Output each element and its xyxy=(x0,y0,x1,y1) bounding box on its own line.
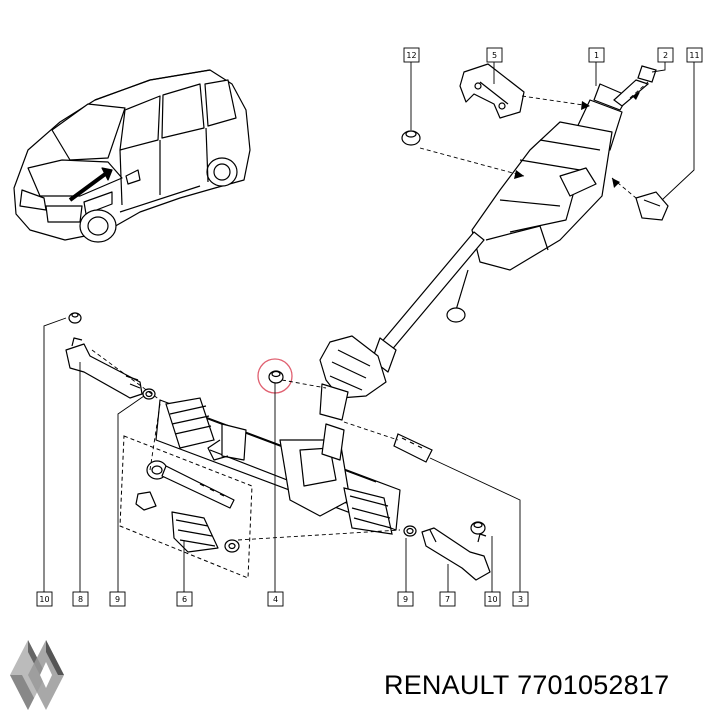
callout-label: 1 xyxy=(594,51,599,60)
callout-box xyxy=(439,591,456,607)
callout-boxes xyxy=(36,47,703,607)
part-9-locknut-left xyxy=(142,388,156,400)
arrow-heads xyxy=(514,92,640,188)
callout-label: 2 xyxy=(663,51,668,60)
kit-6-parts xyxy=(135,460,240,553)
callout-box xyxy=(397,591,414,607)
callout-box xyxy=(588,47,605,63)
kit-6-box xyxy=(119,435,253,579)
callout-label: 9 xyxy=(115,595,120,604)
callout-box xyxy=(36,591,53,607)
leader-lines xyxy=(43,62,695,592)
tie-rod-end-right xyxy=(421,527,491,581)
callout-label: 8 xyxy=(78,595,83,604)
callout-box xyxy=(686,47,703,63)
callout-box xyxy=(512,591,529,607)
part-10-nut-right xyxy=(470,521,486,535)
steering-column xyxy=(319,83,629,421)
steering-rack xyxy=(155,399,401,531)
part-2-bolt xyxy=(613,65,657,107)
callout-box xyxy=(403,47,420,63)
callout-label: 5 xyxy=(492,51,497,60)
part-3-stud xyxy=(393,433,433,463)
renault-logo-icon xyxy=(10,640,64,710)
callout-label: 10 xyxy=(39,595,49,604)
callout-label: 4 xyxy=(273,595,278,604)
callout-box xyxy=(486,47,503,63)
assembly-lines xyxy=(91,81,649,541)
vehicle-illustration xyxy=(13,69,251,243)
callout-label: 3 xyxy=(518,595,523,604)
callout-box xyxy=(176,591,193,607)
rack-boot-left xyxy=(165,397,215,449)
rack-boot-right xyxy=(343,487,393,535)
part-number: 7701052817 xyxy=(517,670,670,700)
part-4-nut xyxy=(268,370,284,384)
part-9-locknut-right xyxy=(403,525,417,537)
callout-box xyxy=(72,591,89,607)
callout-labels: 12 5 1 2 11 10 8 9 6 4 9 7 10 3 xyxy=(39,51,699,604)
part-10-nut-left xyxy=(68,312,82,324)
callout-label: 6 xyxy=(182,595,187,604)
part-caption: RENAULT 7701052817 xyxy=(384,670,704,710)
callout-box xyxy=(657,47,674,63)
callout-label: 9 xyxy=(403,595,408,604)
part-11-clip xyxy=(635,191,669,221)
callout-label: 7 xyxy=(445,595,450,604)
callout-label: 11 xyxy=(689,51,699,60)
tie-rod-end-left xyxy=(65,337,143,399)
callout-box xyxy=(109,591,126,607)
callout-box xyxy=(267,591,284,607)
part-12-nut xyxy=(401,130,421,146)
brand-name: RENAULT xyxy=(384,670,510,700)
callout-label: 10 xyxy=(487,595,497,604)
callout-box xyxy=(484,591,501,607)
callout-label: 12 xyxy=(406,51,416,60)
part-5-bracket xyxy=(459,63,525,119)
